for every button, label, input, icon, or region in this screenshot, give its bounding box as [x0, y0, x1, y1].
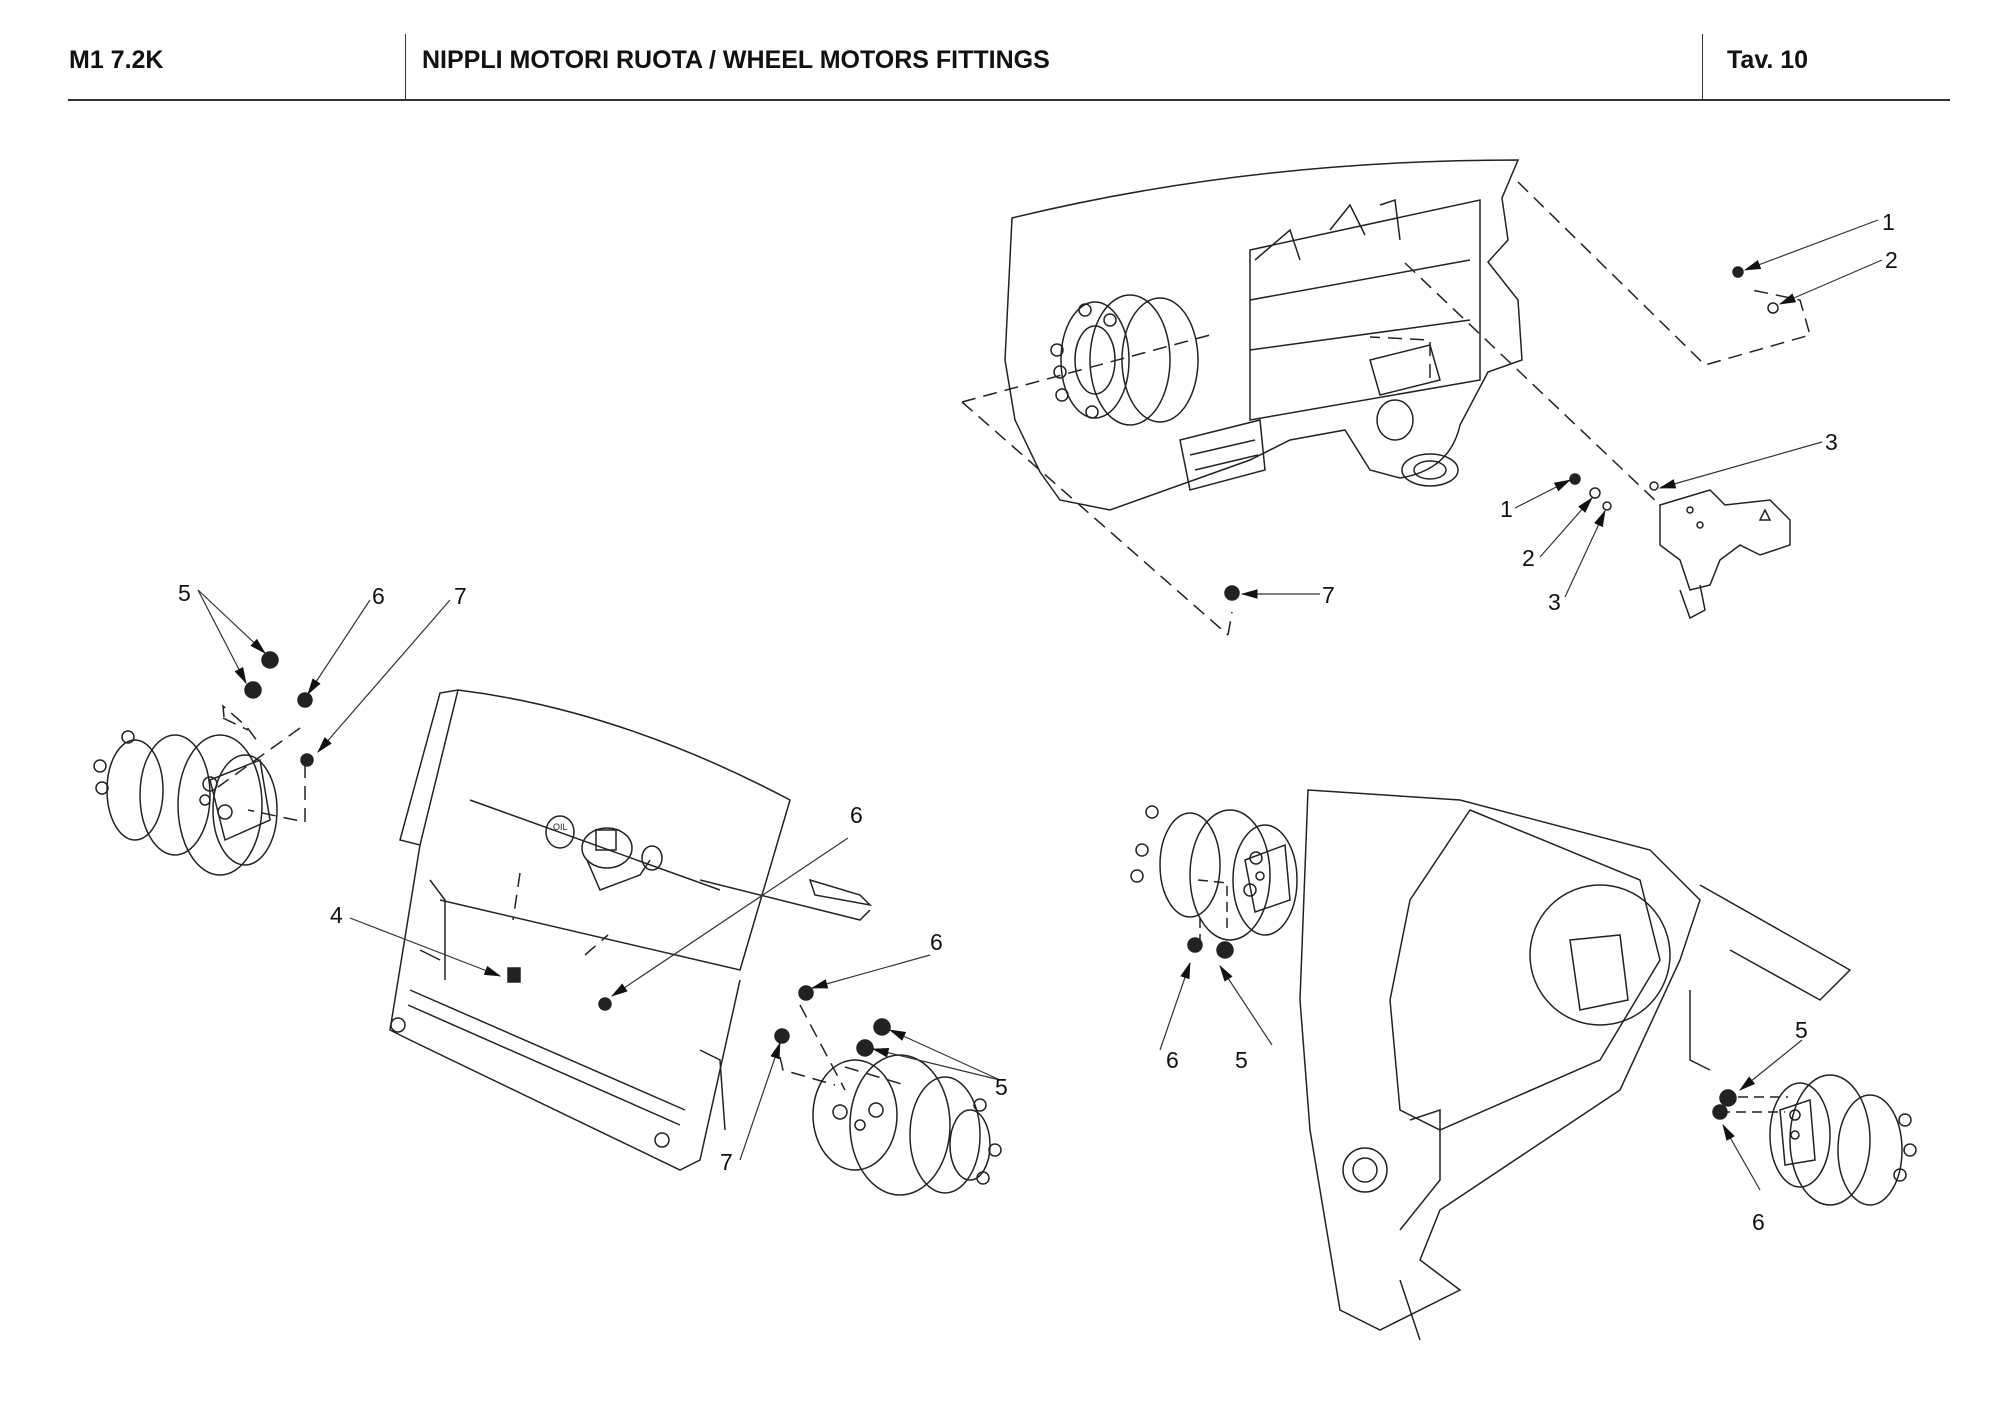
wheel-motor-right: [1769, 1074, 1917, 1206]
pedal-bracket: [1659, 489, 1791, 620]
leader-lines: [1240, 219, 1883, 599]
oil-cap-label: OIL: [553, 822, 568, 832]
callout-3: 3: [1548, 589, 1561, 615]
wheel-motor-left: [1130, 805, 1298, 941]
fittings: [1224, 266, 1779, 601]
header-rule: [68, 99, 1950, 101]
callout-1: 1: [1882, 209, 1895, 235]
main-chassis: [1299, 789, 1852, 1341]
wheel-motor: [93, 730, 278, 876]
chassis-frame: [1004, 159, 1523, 511]
callout-6: 6: [1166, 1047, 1179, 1073]
callout-labels: 1 2 3 1 2 3 7 5 6 7 4 6 6 5 7 6 5 5 6: [178, 209, 1898, 1235]
oil-tank: OIL: [545, 815, 663, 891]
header-divider: [405, 34, 406, 100]
callout-7: 7: [1322, 582, 1335, 608]
callout-5: 5: [1235, 1047, 1248, 1073]
top-right-view: [961, 159, 1883, 636]
fittings: [244, 651, 891, 1057]
wheel-motor-2: [812, 1054, 1002, 1196]
assembly-lines: [217, 704, 906, 1091]
callout-6: 6: [850, 802, 863, 828]
callout-5: 5: [1795, 1017, 1808, 1043]
left-view: OIL: [93, 589, 1002, 1196]
callout-3: 3: [1825, 429, 1838, 455]
callout-2: 2: [1522, 545, 1535, 571]
bottom-right-view: [1130, 789, 1917, 1341]
callout-1: 1: [1500, 496, 1513, 522]
callout-5: 5: [178, 580, 191, 606]
callout-4: 4: [330, 902, 343, 928]
callout-5: 5: [995, 1074, 1008, 1100]
page-title: NIPPLI MOTORI RUOTA / WHEEL MOTORS FITTI…: [422, 46, 1050, 74]
model-label: M1 7.2K: [69, 46, 164, 74]
callout-6: 6: [1752, 1209, 1765, 1235]
wheel-motor: [1050, 294, 1199, 426]
table-reference: Tav. 10: [1727, 46, 1809, 74]
callout-2: 2: [1885, 247, 1898, 273]
fittings: [1187, 937, 1737, 1120]
leader-lines: [1159, 961, 1803, 1191]
callout-6: 6: [930, 929, 943, 955]
leader-lines: [197, 589, 1001, 1161]
callout-6: 6: [372, 583, 385, 609]
assembly-lines: [1197, 879, 1788, 1113]
callout-7: 7: [454, 583, 467, 609]
callout-7: 7: [720, 1149, 733, 1175]
front-frame: [389, 689, 873, 1171]
header-divider: [1702, 34, 1703, 100]
